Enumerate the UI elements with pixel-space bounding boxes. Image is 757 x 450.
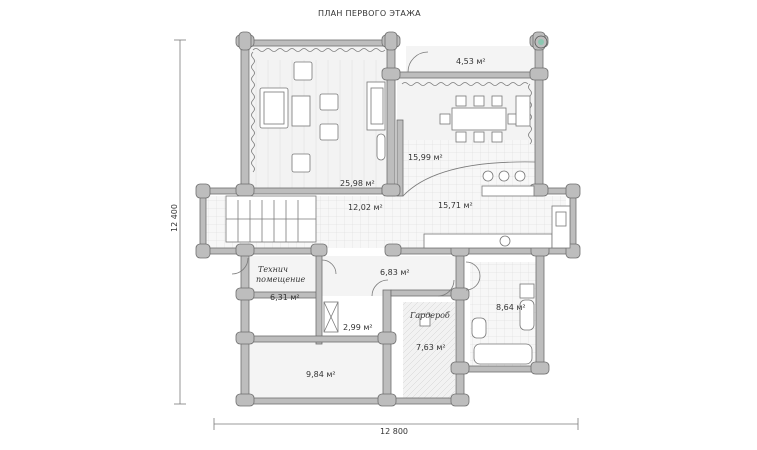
room-area-bedroom: 9,84 м² xyxy=(306,370,336,379)
room-name-tech-2: помещение xyxy=(256,275,306,284)
room-name-tech-1: Технич xyxy=(258,265,288,274)
room-area-dining: 15,99 м² xyxy=(408,153,443,162)
room-area-wc: 2,99 м² xyxy=(343,323,373,332)
dining-furniture xyxy=(439,95,531,143)
kitchen-fixtures xyxy=(402,161,571,249)
porch-column xyxy=(534,35,548,49)
staircase xyxy=(225,195,317,243)
dimension-height: 12 400 xyxy=(170,204,179,232)
living-furniture xyxy=(259,61,386,173)
doors xyxy=(231,51,481,297)
room-area-corridor: 6,83 м² xyxy=(380,268,410,277)
room-area-kitchen: 15,71 м² xyxy=(438,201,473,210)
room-name-wardrobe: Гардероб xyxy=(409,311,450,320)
log-corners xyxy=(195,31,581,407)
room-area-porch: 4,53 м² xyxy=(456,57,486,66)
room-area-wardrobe: 7,63 м² xyxy=(416,343,446,352)
plan-title: ПЛАН ПЕРВОГО ЭТАЖА xyxy=(318,9,421,18)
room-area-bath: 8,64 м² xyxy=(496,303,526,312)
dimension-width: 12 800 xyxy=(380,427,408,436)
dimension-lines xyxy=(174,39,579,430)
room-area-tech: 6,31 м² xyxy=(270,293,300,302)
bath-fixtures xyxy=(323,283,535,365)
room-area-living: 25,98 м² xyxy=(340,179,375,188)
walls xyxy=(199,39,577,405)
room-area-hall: 12,02 м² xyxy=(348,203,383,212)
